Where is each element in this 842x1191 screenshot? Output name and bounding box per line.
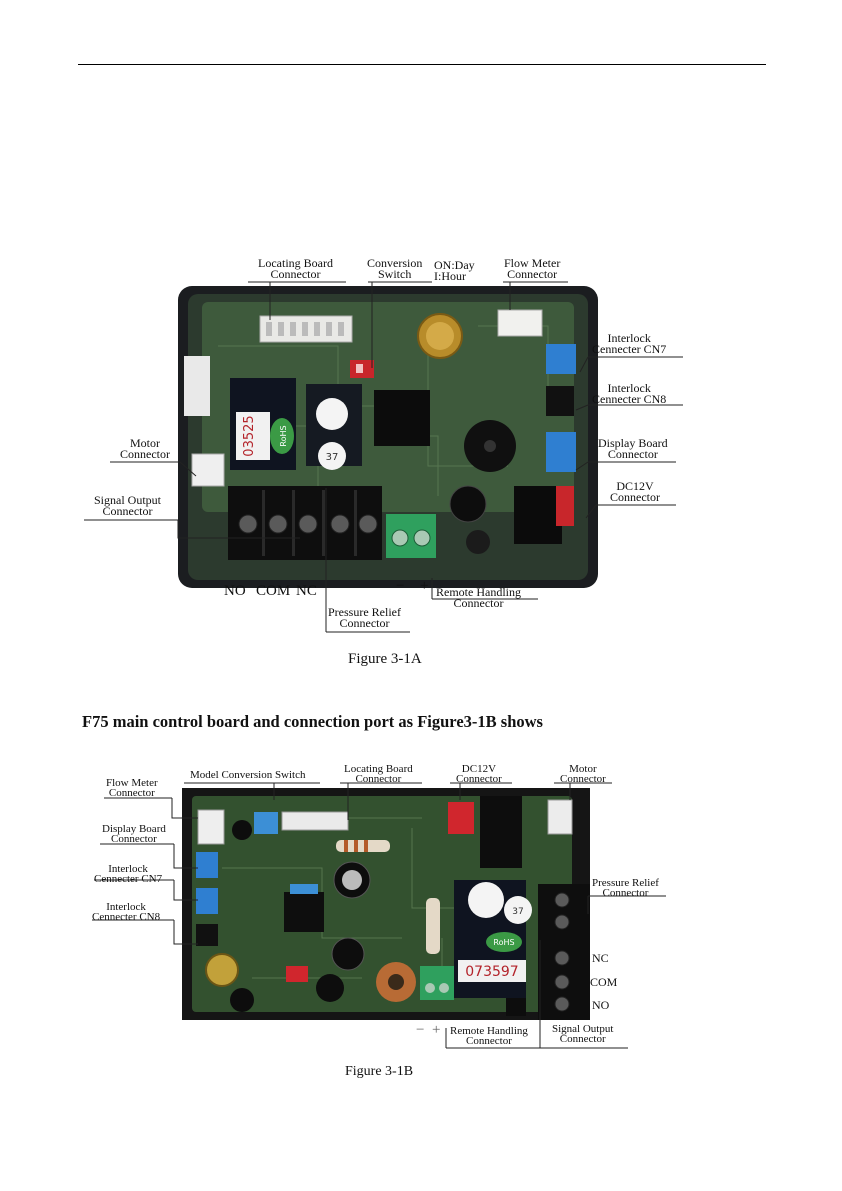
figure-3-1a-caption: Figure 3-1A (348, 651, 422, 667)
terminal-b-no: NO (592, 998, 610, 1012)
relay-code-b: 073597 (465, 964, 518, 980)
header-rule (78, 64, 766, 65)
figure-3-1a-board-photo: 03525 RoHS 37 (178, 286, 598, 588)
terminal-b-minus: − (416, 1022, 425, 1038)
cap-label-b: 37 (512, 907, 523, 917)
relay-code-a: 03525 (242, 415, 257, 456)
terminal-a-no: NO (224, 583, 246, 599)
figure-3-1b-board-photo: 37 RoHS 073597 (182, 788, 590, 1020)
terminal-b-com: COM (590, 975, 618, 989)
rohs-sticker-a: RoHS (279, 425, 288, 446)
intro-text: F75 main control board and connection po… (82, 712, 543, 731)
terminal-a-minus: − (396, 578, 405, 594)
label-b-model-conversion-switch: Model Conversion Switch (190, 769, 306, 781)
terminal-b-plus: + (432, 1022, 441, 1038)
terminal-a-plus: + (420, 578, 429, 594)
terminal-b-nc: NC (592, 951, 609, 965)
rohs-sticker-b: RoHS (493, 938, 514, 947)
terminal-a-nc: NC (296, 583, 317, 599)
terminal-a-com: COM (256, 583, 291, 599)
cap-label-a: 37 (326, 452, 339, 463)
figure-3-1b-caption: Figure 3-1B (345, 1064, 414, 1079)
